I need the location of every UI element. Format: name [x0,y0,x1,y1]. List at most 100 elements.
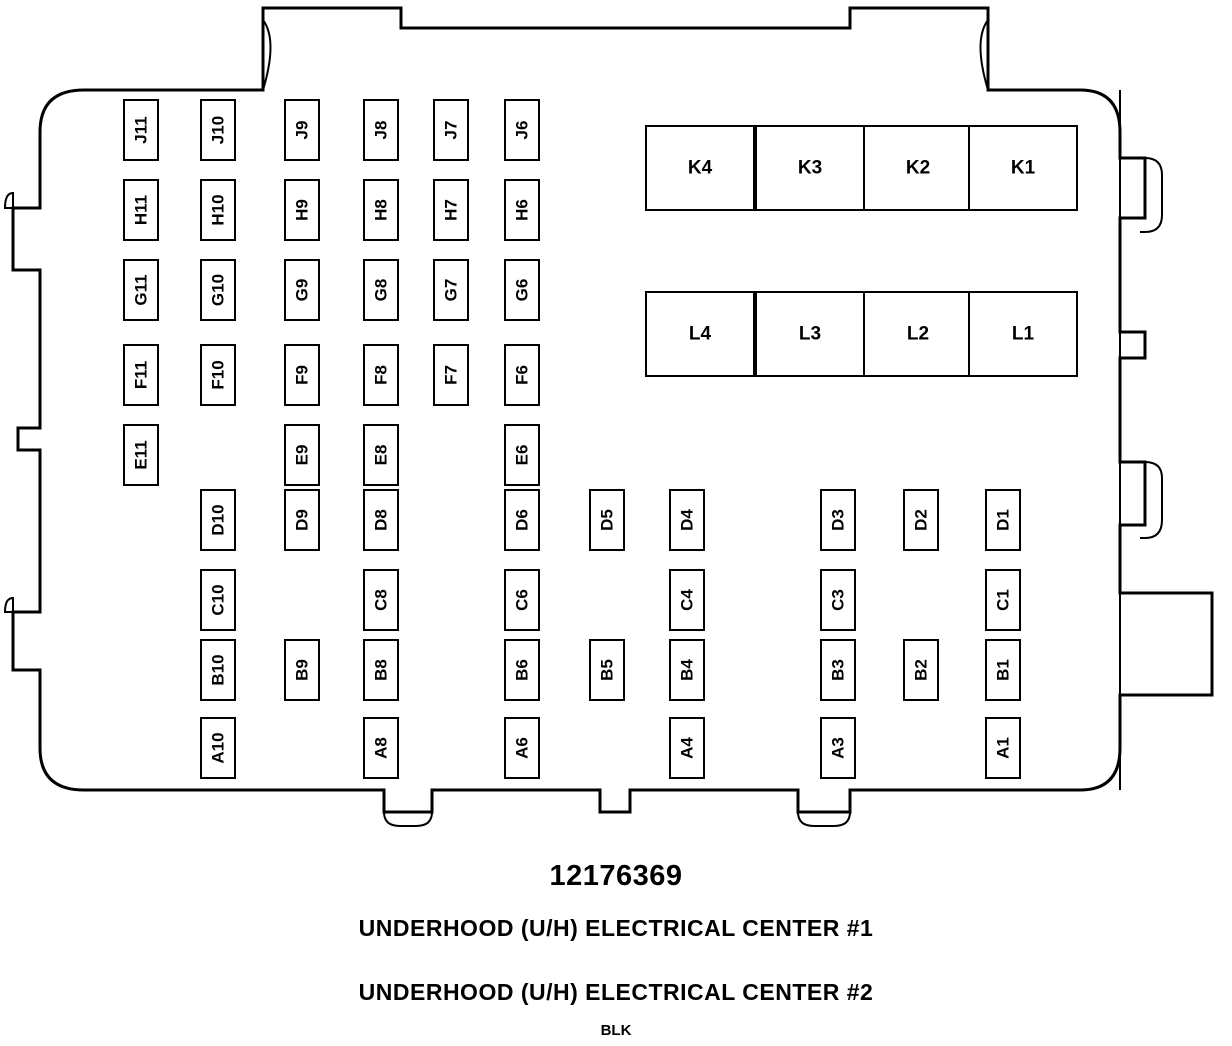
relay-k3: K3 [755,125,865,211]
fuse-label: H10 [209,194,228,225]
caption-electrical-center-2: UNDERHOOD (U/H) ELECTRICAL CENTER #2 [358,979,874,1005]
fuse-slot [284,259,320,321]
fuse-label: F6 [513,365,532,385]
fuse-label: G10 [209,274,228,306]
fuse-d3: D3 [820,489,856,551]
relay-slot [645,291,755,377]
fuses-layer: J11H11G11F11E11J10H10G10F10D10C10B10A10J… [123,99,1021,779]
fuse-c10: C10 [200,569,236,631]
fuse-b6: B6 [504,639,540,701]
fuse-g7: G7 [433,259,469,321]
fuse-slot [504,99,540,161]
fuse-slot [504,259,540,321]
fuse-slot [504,569,540,631]
relay-label: K2 [906,158,930,179]
fuse-g9: G9 [284,259,320,321]
fuse-c4: C4 [669,569,705,631]
fuse-label: H8 [372,199,391,221]
fuse-slot [589,489,625,551]
fuse-slot [504,639,540,701]
fuse-a1: A1 [985,717,1021,779]
fuse-label: B9 [293,659,312,681]
fuse-c3: C3 [820,569,856,631]
fuse-label: F11 [132,361,151,389]
fuse-label: H9 [293,199,312,221]
fuse-slot [363,179,399,241]
fuse-h7: H7 [433,179,469,241]
fuse-f7: F7 [433,344,469,406]
fuse-label: E11 [132,440,151,469]
outline-inner-edges [3,19,1163,827]
fuse-c1: C1 [985,569,1021,631]
part-number: 12176369 [549,860,683,892]
fuse-slot [669,569,705,631]
fuse-label: B8 [372,659,391,681]
fuse-block-outline [11,6,1214,814]
fuse-slot [200,179,236,241]
fuse-slot [284,424,320,486]
fuse-slot [363,489,399,551]
fuse-f8: F8 [363,344,399,406]
fuse-slot [200,717,236,779]
fuse-slot [284,639,320,701]
fuse-slot [200,569,236,631]
fuse-j8: J8 [363,99,399,161]
fuse-d2: D2 [903,489,939,551]
fuse-j10: J10 [200,99,236,161]
fuse-b2: B2 [903,639,939,701]
color-label: BLK [600,1022,632,1039]
fuse-b3: B3 [820,639,856,701]
fuse-label: G11 [132,274,151,305]
fuse-slot [284,344,320,406]
fuse-j7: J7 [433,99,469,161]
fuse-slot [820,489,856,551]
fuse-label: B5 [598,659,617,681]
fuse-slot [820,569,856,631]
fuse-label: E6 [513,445,532,466]
fuse-label: E8 [372,445,391,466]
relay-slot [755,291,865,377]
fuse-label: G8 [372,279,391,302]
fuse-h10: H10 [200,179,236,241]
fuse-c6: C6 [504,569,540,631]
fuse-label: B2 [912,659,931,681]
fuse-label: D3 [829,509,848,531]
fuse-slot [504,717,540,779]
fuse-slot [433,259,469,321]
fuse-b8: B8 [363,639,399,701]
fuse-slot [200,259,236,321]
fuse-label: H7 [442,199,461,221]
fuse-slot [433,99,469,161]
fuse-slot [669,639,705,701]
fuse-a6: A6 [504,717,540,779]
relay-slot [645,125,755,211]
relay-label: L1 [1012,324,1035,345]
fuse-h8: H8 [363,179,399,241]
fuse-label: D10 [209,504,228,535]
fuse-label: D9 [293,509,312,531]
fuse-label: J7 [442,121,461,140]
fuse-d4: D4 [669,489,705,551]
caption-electrical-center-1: UNDERHOOD (U/H) ELECTRICAL CENTER #1 [358,915,874,941]
fuse-slot [284,179,320,241]
fuse-f11: F11 [123,344,159,406]
fuse-label: B6 [513,659,532,681]
relay-label: L4 [689,324,712,345]
fuse-c8: C8 [363,569,399,631]
fuse-slot [903,639,939,701]
relay-slot [755,125,865,211]
fuse-b1: B1 [985,639,1021,701]
fuse-b4: B4 [669,639,705,701]
relay-label: K1 [1011,158,1036,179]
relay-slot [968,291,1078,377]
fuse-slot [284,489,320,551]
fuse-slot [504,344,540,406]
fuse-d1: D1 [985,489,1021,551]
relay-slot [968,125,1078,211]
fuse-label: F8 [372,365,391,385]
fuse-slot [985,489,1021,551]
fuse-e11: E11 [123,424,159,486]
fuse-label: A4 [678,737,697,759]
fuse-label: B1 [994,659,1013,681]
fuse-label: D6 [513,509,532,531]
